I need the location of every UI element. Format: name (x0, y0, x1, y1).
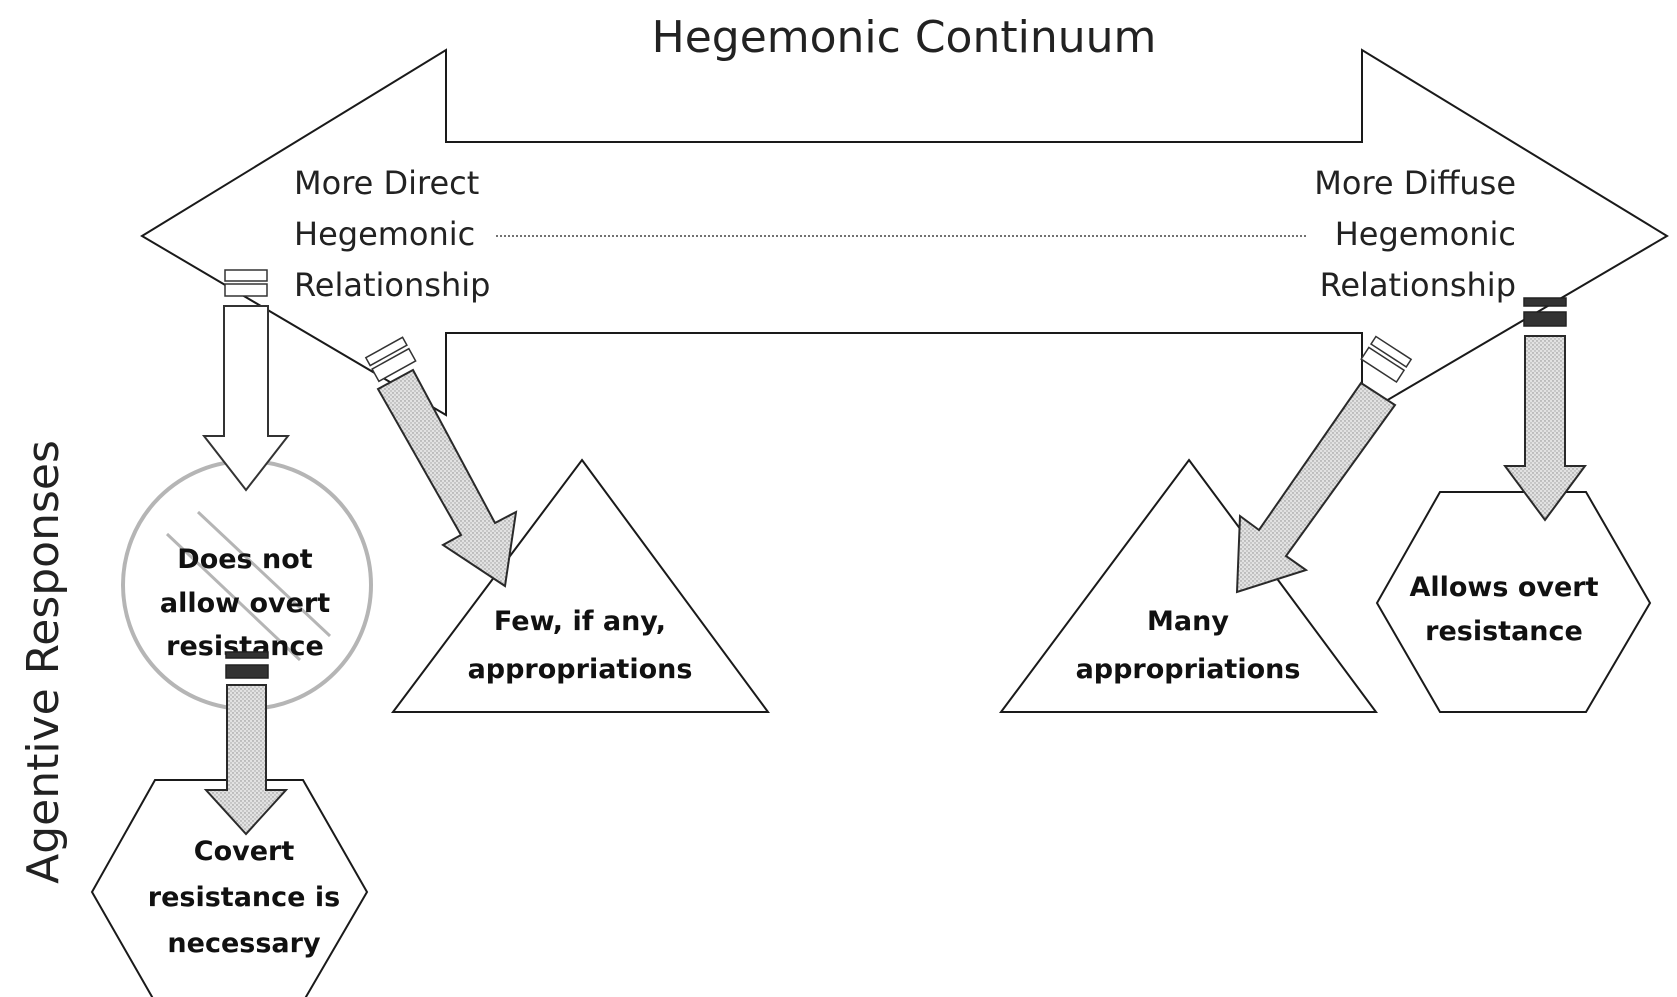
allows-overt-hexagon (1375, 491, 1652, 713)
left-end-line3: Relationship (294, 266, 490, 304)
direct-to-few-arrow (364, 336, 518, 588)
few-line2: appropriations (468, 654, 693, 685)
right-end-line2: Hegemonic (1335, 215, 1516, 253)
no-overt-line1: Does not (177, 544, 313, 575)
many-appropriations-triangle (999, 458, 1378, 713)
right-end-line3: Relationship (1320, 266, 1516, 304)
direct-to-no-overt-arrow (201, 269, 291, 492)
few-appropriations-triangle (391, 458, 770, 713)
covert-line3: necessary (167, 928, 321, 959)
agentive-responses-label: Agentive Responses (18, 440, 69, 884)
covert-resistance-hexagon (90, 779, 369, 997)
right-end-line1: More Diffuse (1314, 164, 1516, 202)
diagram-title: Hegemonic Continuum (652, 12, 1157, 63)
no-overt-line2: allow overt (160, 588, 330, 619)
few-line1: Few, if any, (494, 606, 666, 637)
many-line2: appropriations (1076, 654, 1301, 685)
left-end-line1: More Direct (294, 164, 479, 202)
no-overt-to-covert-arrow (203, 651, 289, 836)
diffuse-to-many-arrow (1235, 335, 1413, 594)
continuum-double-arrow (140, 48, 1669, 417)
many-line1: Many (1147, 606, 1229, 637)
diffuse-to-allows-arrow (1503, 297, 1587, 522)
allows-line2: resistance (1425, 616, 1583, 647)
left-end-line2: Hegemonic (294, 215, 475, 253)
allows-line1: Allows overt (1409, 572, 1598, 603)
covert-line1: Covert (194, 836, 295, 867)
covert-line2: resistance is (148, 882, 340, 913)
